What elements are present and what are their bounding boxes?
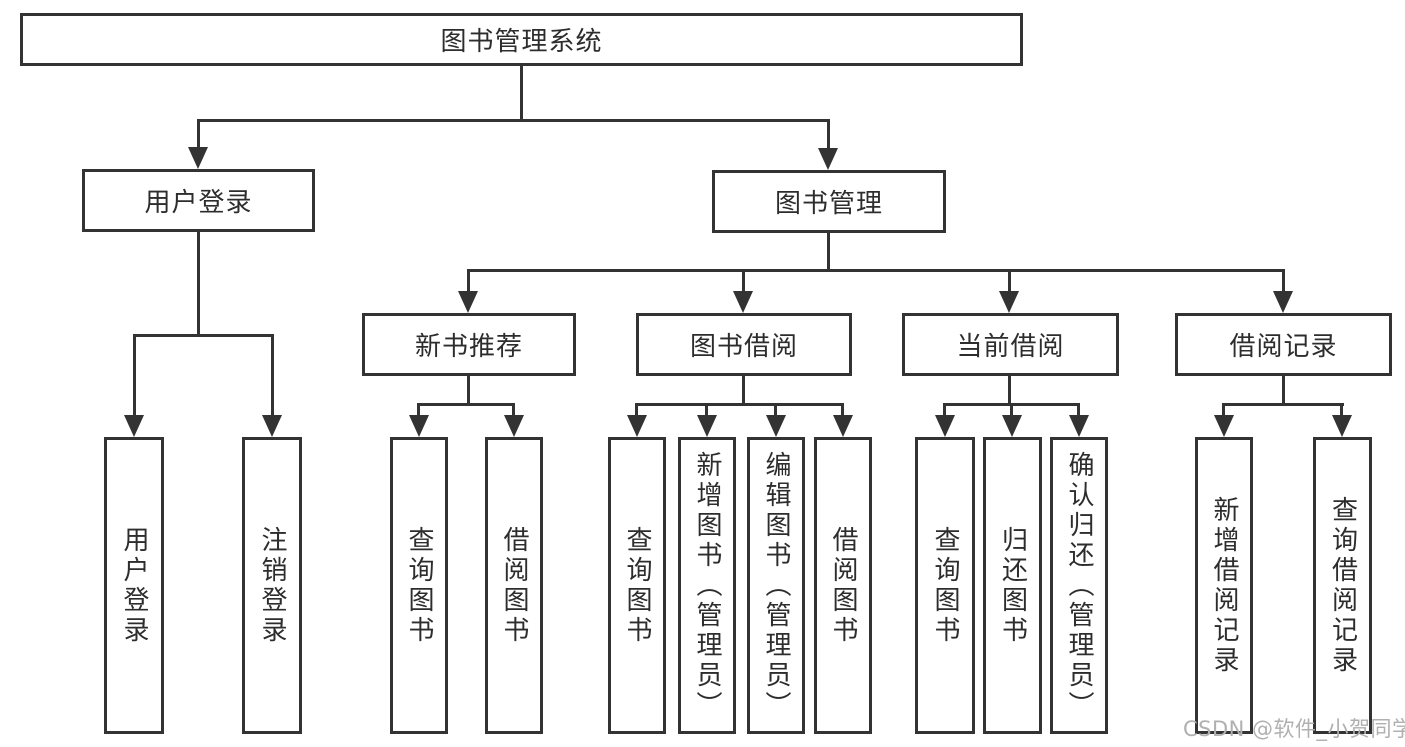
node-user-login-label: 用户登录 — [144, 188, 253, 218]
node-current-borrowing: 当前借阅 — [902, 313, 1119, 376]
leaf-current-return-books-label: 归还图书 — [997, 525, 1028, 646]
leaf-user-login-label: 用户登录 — [119, 525, 149, 646]
connector-user-login-stem — [197, 231, 200, 336]
connector-drop-book-borrowing — [742, 269, 745, 295]
arrowhead-down-icon — [124, 415, 144, 437]
leaf-borrowing-edit-books-label: 编辑图书（管理员） — [761, 450, 791, 721]
connector-drop-current-return — [1010, 403, 1013, 421]
leaf-recommend-query-books: 查询图书 — [390, 437, 448, 734]
connector-root-rail — [197, 119, 830, 122]
arrowhead-down-icon — [1002, 415, 1022, 437]
connector-book-borrowing-rail — [635, 403, 844, 406]
connector-drop-recommend-borrow — [512, 403, 515, 421]
connector-new-book-recommend-rail — [417, 403, 515, 406]
node-book-management-label: 图书管理 — [774, 189, 883, 219]
leaf-records-add-record: 新增借阅记录 — [1195, 437, 1253, 734]
leaf-borrowing-query-books-label: 查询图书 — [622, 525, 652, 646]
leaf-borrowing-query-books: 查询图书 — [608, 437, 666, 734]
leaf-borrowing-add-books-label: 新增图书（管理员） — [692, 450, 722, 721]
connector-drop-records-add — [1222, 403, 1225, 421]
leaf-current-confirm-return: 确认归还（管理员） — [1050, 437, 1108, 734]
connector-borrowing-records-rail — [1222, 403, 1344, 406]
connector-drop-borrowing-add — [705, 403, 708, 421]
connector-borrowing-records-stem — [1282, 376, 1285, 406]
connector-drop-borrowing-borrow — [841, 403, 844, 421]
arrowhead-down-icon — [935, 415, 955, 437]
connector-current-borrowing-stem — [1008, 376, 1011, 406]
connector-drop-current-borrowing — [1008, 269, 1011, 295]
leaf-records-query-record-label: 查询借阅记录 — [1327, 495, 1358, 676]
node-user-login: 用户登录 — [82, 169, 315, 232]
csdn-watermark: CSDN @软件_小贺同学 — [1183, 717, 1405, 741]
connector-drop-leaf-user-login — [133, 334, 136, 418]
arrowhead-down-icon — [818, 148, 838, 170]
leaf-borrowing-edit-books: 编辑图书（管理员） — [747, 437, 805, 734]
node-root-label: 图书管理系统 — [440, 27, 603, 57]
connector-drop-borrowing-edit — [774, 403, 777, 421]
connector-drop-leaf-logout — [271, 334, 274, 418]
connector-user-login-rail — [133, 334, 274, 337]
connector-drop-borrowing-records — [1282, 269, 1285, 295]
arrowhead-down-icon — [1214, 415, 1234, 437]
leaf-records-add-record-label: 新增借阅记录 — [1209, 495, 1239, 676]
arrowhead-down-icon — [627, 415, 647, 437]
arrowhead-down-icon — [1332, 415, 1352, 437]
node-borrowing-records-label: 借阅记录 — [1229, 332, 1338, 362]
leaf-recommend-borrow-books: 借阅图书 — [485, 437, 543, 734]
leaf-recommend-borrow-books-label: 借阅图书 — [499, 525, 529, 646]
leaf-borrowing-borrow-books: 借阅图书 — [814, 437, 872, 734]
connector-drop-borrowing-query — [635, 403, 638, 421]
leaf-borrowing-borrow-books-label: 借阅图书 — [828, 525, 858, 646]
connector-new-book-recommend-stem — [467, 376, 470, 406]
node-new-book-recommend: 新书推荐 — [362, 313, 576, 376]
arrowhead-down-icon — [262, 415, 282, 437]
arrowhead-down-icon — [697, 415, 717, 437]
connector-drop-new-book-recommend — [467, 269, 470, 295]
leaf-current-return-books: 归还图书 — [983, 437, 1042, 734]
connector-drop-recommend-query — [417, 403, 420, 421]
leaf-records-query-record: 查询借阅记录 — [1313, 437, 1372, 734]
arrowhead-down-icon — [833, 415, 853, 437]
leaf-logout-label: 注销登录 — [257, 525, 287, 646]
arrowhead-down-icon — [504, 415, 524, 437]
leaf-recommend-query-books-label: 查询图书 — [404, 525, 434, 646]
node-book-management: 图书管理 — [712, 170, 946, 233]
node-book-borrowing-label: 图书借阅 — [689, 332, 798, 362]
node-new-book-recommend-label: 新书推荐 — [414, 332, 523, 362]
arrowhead-down-icon — [1273, 291, 1293, 313]
connector-book-management-rail — [467, 269, 1285, 272]
arrowhead-down-icon — [188, 147, 208, 169]
connector-drop-current-confirm — [1077, 403, 1080, 421]
arrowhead-down-icon — [1069, 415, 1089, 437]
leaf-logout: 注销登录 — [242, 437, 302, 734]
node-borrowing-records: 借阅记录 — [1175, 313, 1392, 376]
node-current-borrowing-label: 当前借阅 — [956, 332, 1065, 362]
connector-drop-records-query — [1340, 403, 1343, 421]
leaf-borrowing-add-books: 新增图书（管理员） — [678, 437, 736, 734]
node-book-borrowing: 图书借阅 — [636, 313, 852, 376]
connector-drop-user-login — [197, 119, 200, 151]
leaf-current-query-books-label: 查询图书 — [930, 525, 960, 646]
arrowhead-down-icon — [999, 291, 1019, 313]
connector-root-stem — [520, 66, 523, 122]
connector-drop-book-management — [827, 119, 830, 151]
connector-book-borrowing-stem — [742, 376, 745, 406]
connector-book-management-stem — [827, 232, 830, 272]
arrowhead-down-icon — [766, 415, 786, 437]
arrowhead-down-icon — [458, 291, 478, 313]
arrowhead-down-icon — [733, 291, 753, 313]
node-root: 图书管理系统 — [20, 13, 1023, 66]
arrowhead-down-icon — [409, 415, 429, 437]
leaf-user-login: 用户登录 — [104, 437, 164, 734]
leaf-current-confirm-return-label: 确认归还（管理员） — [1064, 450, 1094, 721]
connector-drop-current-query — [943, 403, 946, 421]
leaf-current-query-books: 查询图书 — [915, 437, 975, 734]
